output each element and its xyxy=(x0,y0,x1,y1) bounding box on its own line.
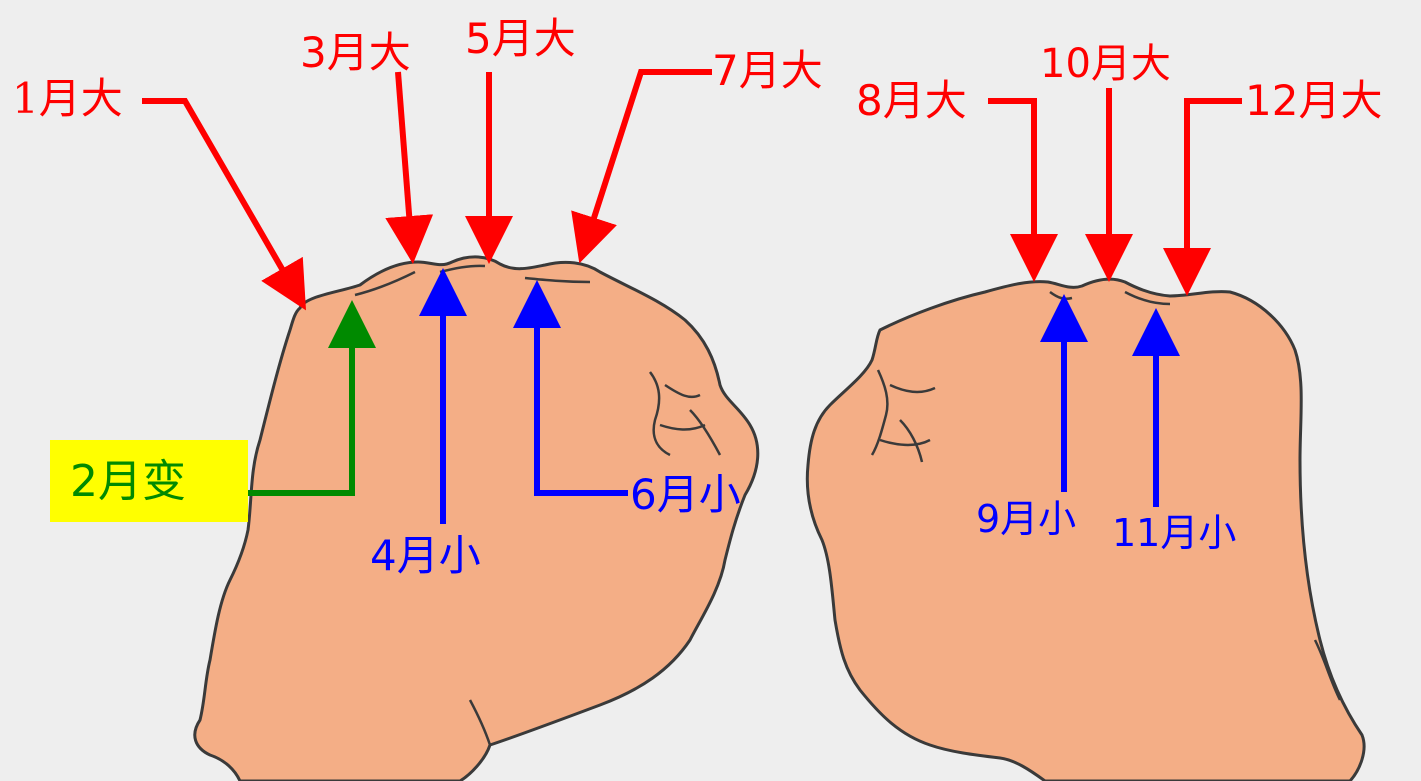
arrow-m6 xyxy=(513,280,628,496)
label-month-1: 1月大 xyxy=(12,74,123,123)
right-fist xyxy=(805,277,1366,781)
arrow-m7 xyxy=(571,69,712,264)
label-month-2: 2月变 xyxy=(50,440,248,522)
label-month-4: 4月小 xyxy=(370,531,481,580)
label-month-5: 5月大 xyxy=(465,14,576,63)
label-month-7: 7月大 xyxy=(712,46,823,95)
label-month-9: 9月小 xyxy=(976,497,1077,541)
arrow-m8 xyxy=(988,98,1058,282)
label-month-8: 8月大 xyxy=(856,76,967,125)
arrow-m12 xyxy=(1163,98,1242,296)
february-arrow xyxy=(248,300,376,496)
arrow-m3 xyxy=(385,71,434,264)
label-month-10: 10月大 xyxy=(1040,41,1171,87)
small-month-arrows xyxy=(419,268,1180,524)
label-month-3: 3月大 xyxy=(300,28,411,77)
label-month-11: 11月小 xyxy=(1112,511,1237,555)
arrow-m2 xyxy=(248,300,376,496)
label-month-12: 12月大 xyxy=(1245,76,1383,125)
big-month-arrows xyxy=(142,69,1242,311)
arrow-m1 xyxy=(142,98,307,311)
label-month-6: 6月小 xyxy=(630,470,741,519)
